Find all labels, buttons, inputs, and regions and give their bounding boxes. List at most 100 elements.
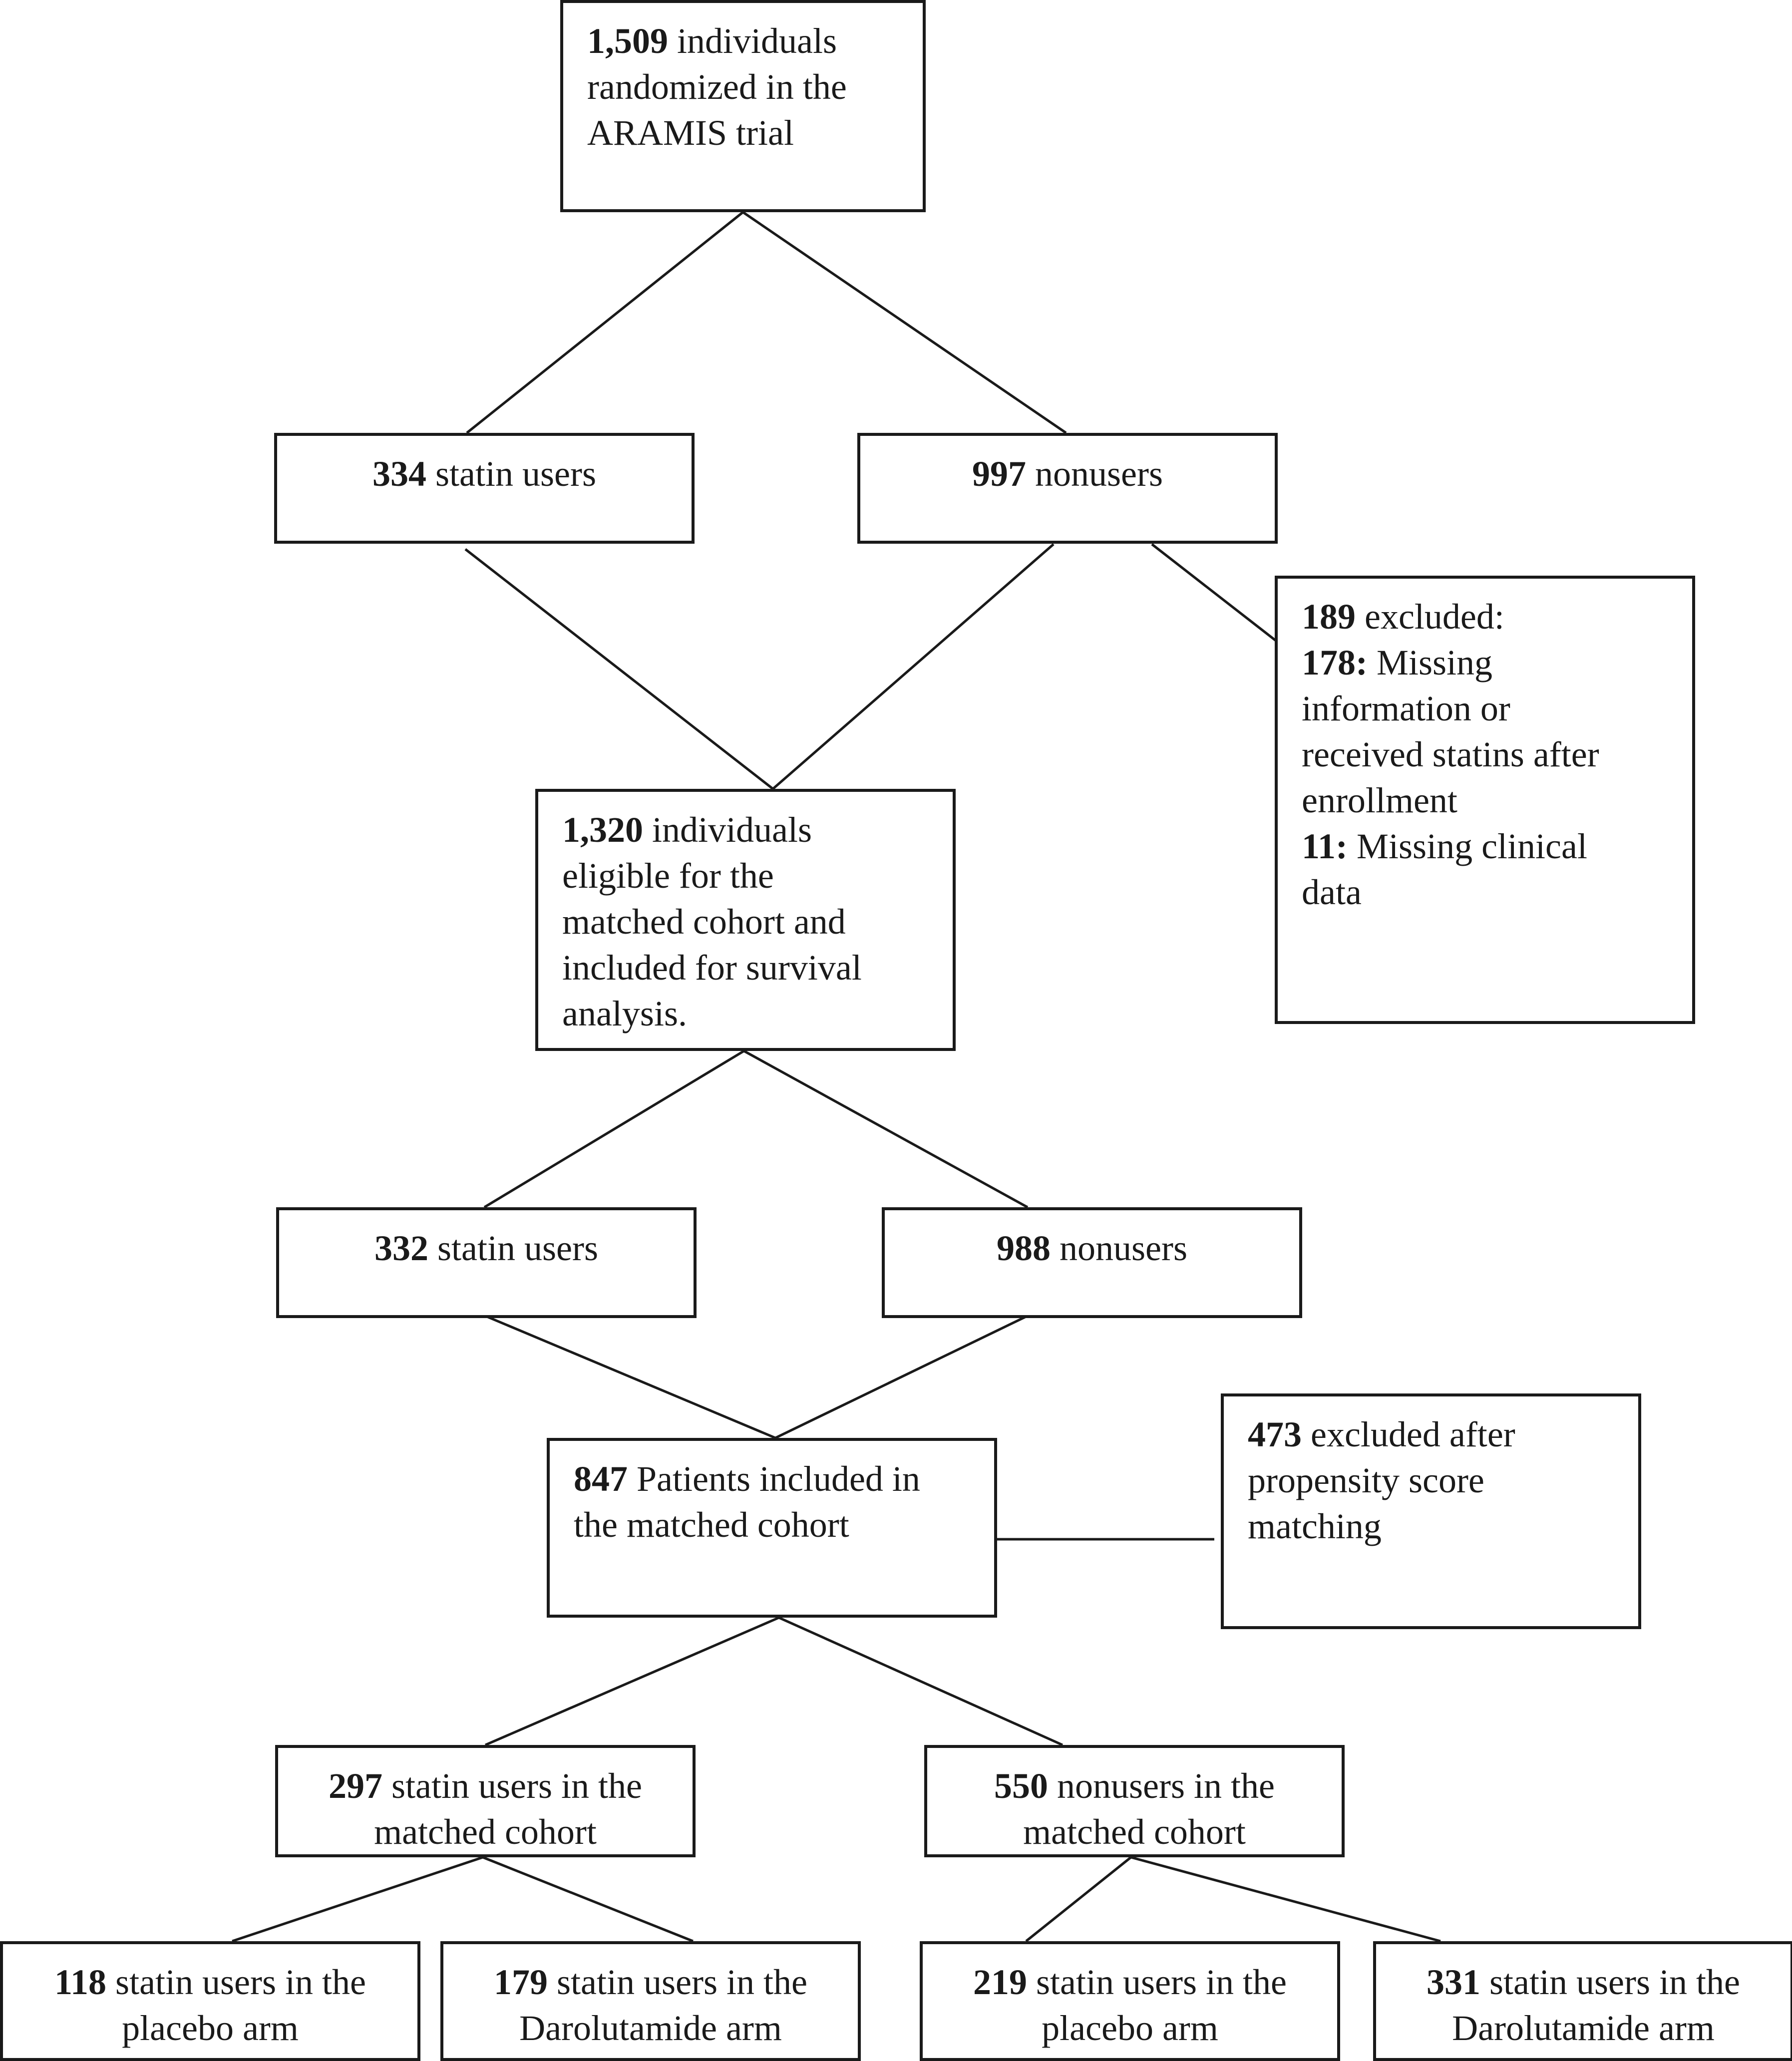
node-count: 178: (1302, 643, 1368, 683)
node-text-line: matched cohort (283, 1809, 688, 1854)
node-text-line: propensity score (1248, 1457, 1638, 1503)
box-nonusers-1: 997 nonusers (857, 433, 1278, 544)
node-text-line: 11: Missing clinical (1302, 823, 1692, 869)
node-count: 997 (972, 454, 1026, 494)
node-label: matching (1248, 1506, 1382, 1546)
node-count: 118 (54, 1962, 107, 2002)
node-text-line: 1,320 individuals (562, 807, 953, 853)
node-label: data (1302, 872, 1362, 912)
connector-line (1130, 1856, 1441, 1943)
box-nonusers-2: 988 nonusers (882, 1207, 1302, 1318)
node-label: statin users (428, 1228, 598, 1268)
connector-line (466, 211, 744, 434)
node-text-line: 179 statin users in the (448, 1959, 853, 2005)
node-label: nonusers (1051, 1228, 1187, 1268)
node-count: 550 (994, 1766, 1049, 1806)
node-text-line: received statins after (1302, 731, 1692, 777)
node-text-line: 847 Patients included in (574, 1456, 994, 1502)
node-count: 179 (494, 1962, 548, 2002)
node-text-line: 1,509 individuals (587, 18, 923, 64)
node-text-line: matched cohort and (562, 899, 953, 945)
box-statin-users-1: 334 statin users (274, 433, 695, 544)
node-text-line: included for survival (562, 945, 953, 991)
node-text-line: Darolutamide arm (1381, 2005, 1786, 2051)
node-count: 473 (1248, 1414, 1302, 1454)
node-text-line: ARAMIS trial (587, 110, 923, 156)
node-text-line: 178: Missing (1302, 640, 1692, 686)
node-text-line: placebo arm (8, 2005, 412, 2051)
connector-line (486, 1315, 776, 1439)
node-label: matched cohort and (562, 902, 846, 942)
node-label: ARAMIS trial (587, 113, 794, 153)
node-count: 847 (574, 1459, 628, 1499)
connector-line (742, 211, 1067, 434)
connector-line (743, 1049, 1029, 1209)
node-text-line: randomized in the (587, 64, 923, 110)
node-label: Patients included in (628, 1459, 920, 1499)
node-text-line: 550 nonusers in the (932, 1763, 1337, 1809)
node-text-line: 988 nonusers (890, 1225, 1294, 1271)
node-label: Darolutamide arm (519, 2008, 782, 2048)
node-text-line: placebo arm (928, 2005, 1332, 2051)
node-text-line: the matched cohort (574, 1502, 994, 1548)
node-count: 1,320 (562, 810, 643, 850)
node-label: enrollment (1302, 780, 1457, 820)
node-text-line: eligible for the (562, 853, 953, 899)
node-label: analysis. (562, 994, 687, 1033)
node-label: statin users in the (548, 1962, 807, 2002)
node-label: Darolutamide arm (1452, 2008, 1715, 2048)
connector-line (1151, 543, 1277, 642)
node-label: included for survival (562, 948, 862, 988)
node-label: placebo arm (1042, 2008, 1218, 2048)
node-label: statin users in the (106, 1962, 366, 2002)
node-count: 1,509 (587, 21, 668, 61)
node-text-line: information or (1302, 686, 1692, 731)
node-label: matched cohort (374, 1812, 597, 1852)
node-text-line: analysis. (562, 991, 953, 1036)
connector-line (485, 1616, 779, 1746)
node-label: nonusers in the (1048, 1766, 1275, 1806)
node-text-line: 189 excluded: (1302, 594, 1692, 640)
node-text-line: data (1302, 869, 1692, 915)
node-count: 332 (374, 1228, 429, 1268)
node-count: 331 (1427, 1962, 1481, 2002)
node-label: information or (1302, 688, 1510, 728)
node-label: the matched cohort (574, 1505, 849, 1545)
node-label: statin users in the (1480, 1962, 1740, 2002)
node-text-line: 334 statin users (282, 451, 687, 497)
node-label: excluded: (1356, 597, 1504, 637)
connector-line (464, 548, 774, 790)
node-text-line: 332 statin users (284, 1225, 689, 1271)
node-label: statin users in the (1027, 1962, 1287, 2002)
node-count: 189 (1302, 597, 1356, 637)
node-text-line: 473 excluded after (1248, 1411, 1638, 1457)
node-text-line: 997 nonusers (865, 451, 1270, 497)
node-label: individuals (643, 810, 812, 850)
node-label: individuals (668, 21, 837, 61)
connector-line (778, 1616, 1064, 1746)
node-label: eligible for the (562, 856, 774, 896)
node-label: statin users in the (382, 1766, 642, 1806)
node-label: Missing (1367, 643, 1493, 683)
node-label: nonusers (1026, 454, 1163, 494)
connector-line (232, 1856, 483, 1943)
node-text-line: enrollment (1302, 777, 1692, 823)
node-text-line: 219 statin users in the (928, 1959, 1332, 2005)
connector-line (483, 1049, 745, 1209)
node-label: statin users (426, 454, 596, 494)
node-text-line: 297 statin users in the (283, 1763, 688, 1809)
node-label: randomized in the (587, 67, 847, 107)
connector-line (1025, 1856, 1132, 1942)
box-statin-users-2: 332 statin users (276, 1207, 697, 1318)
node-label: received statins after (1302, 734, 1599, 774)
